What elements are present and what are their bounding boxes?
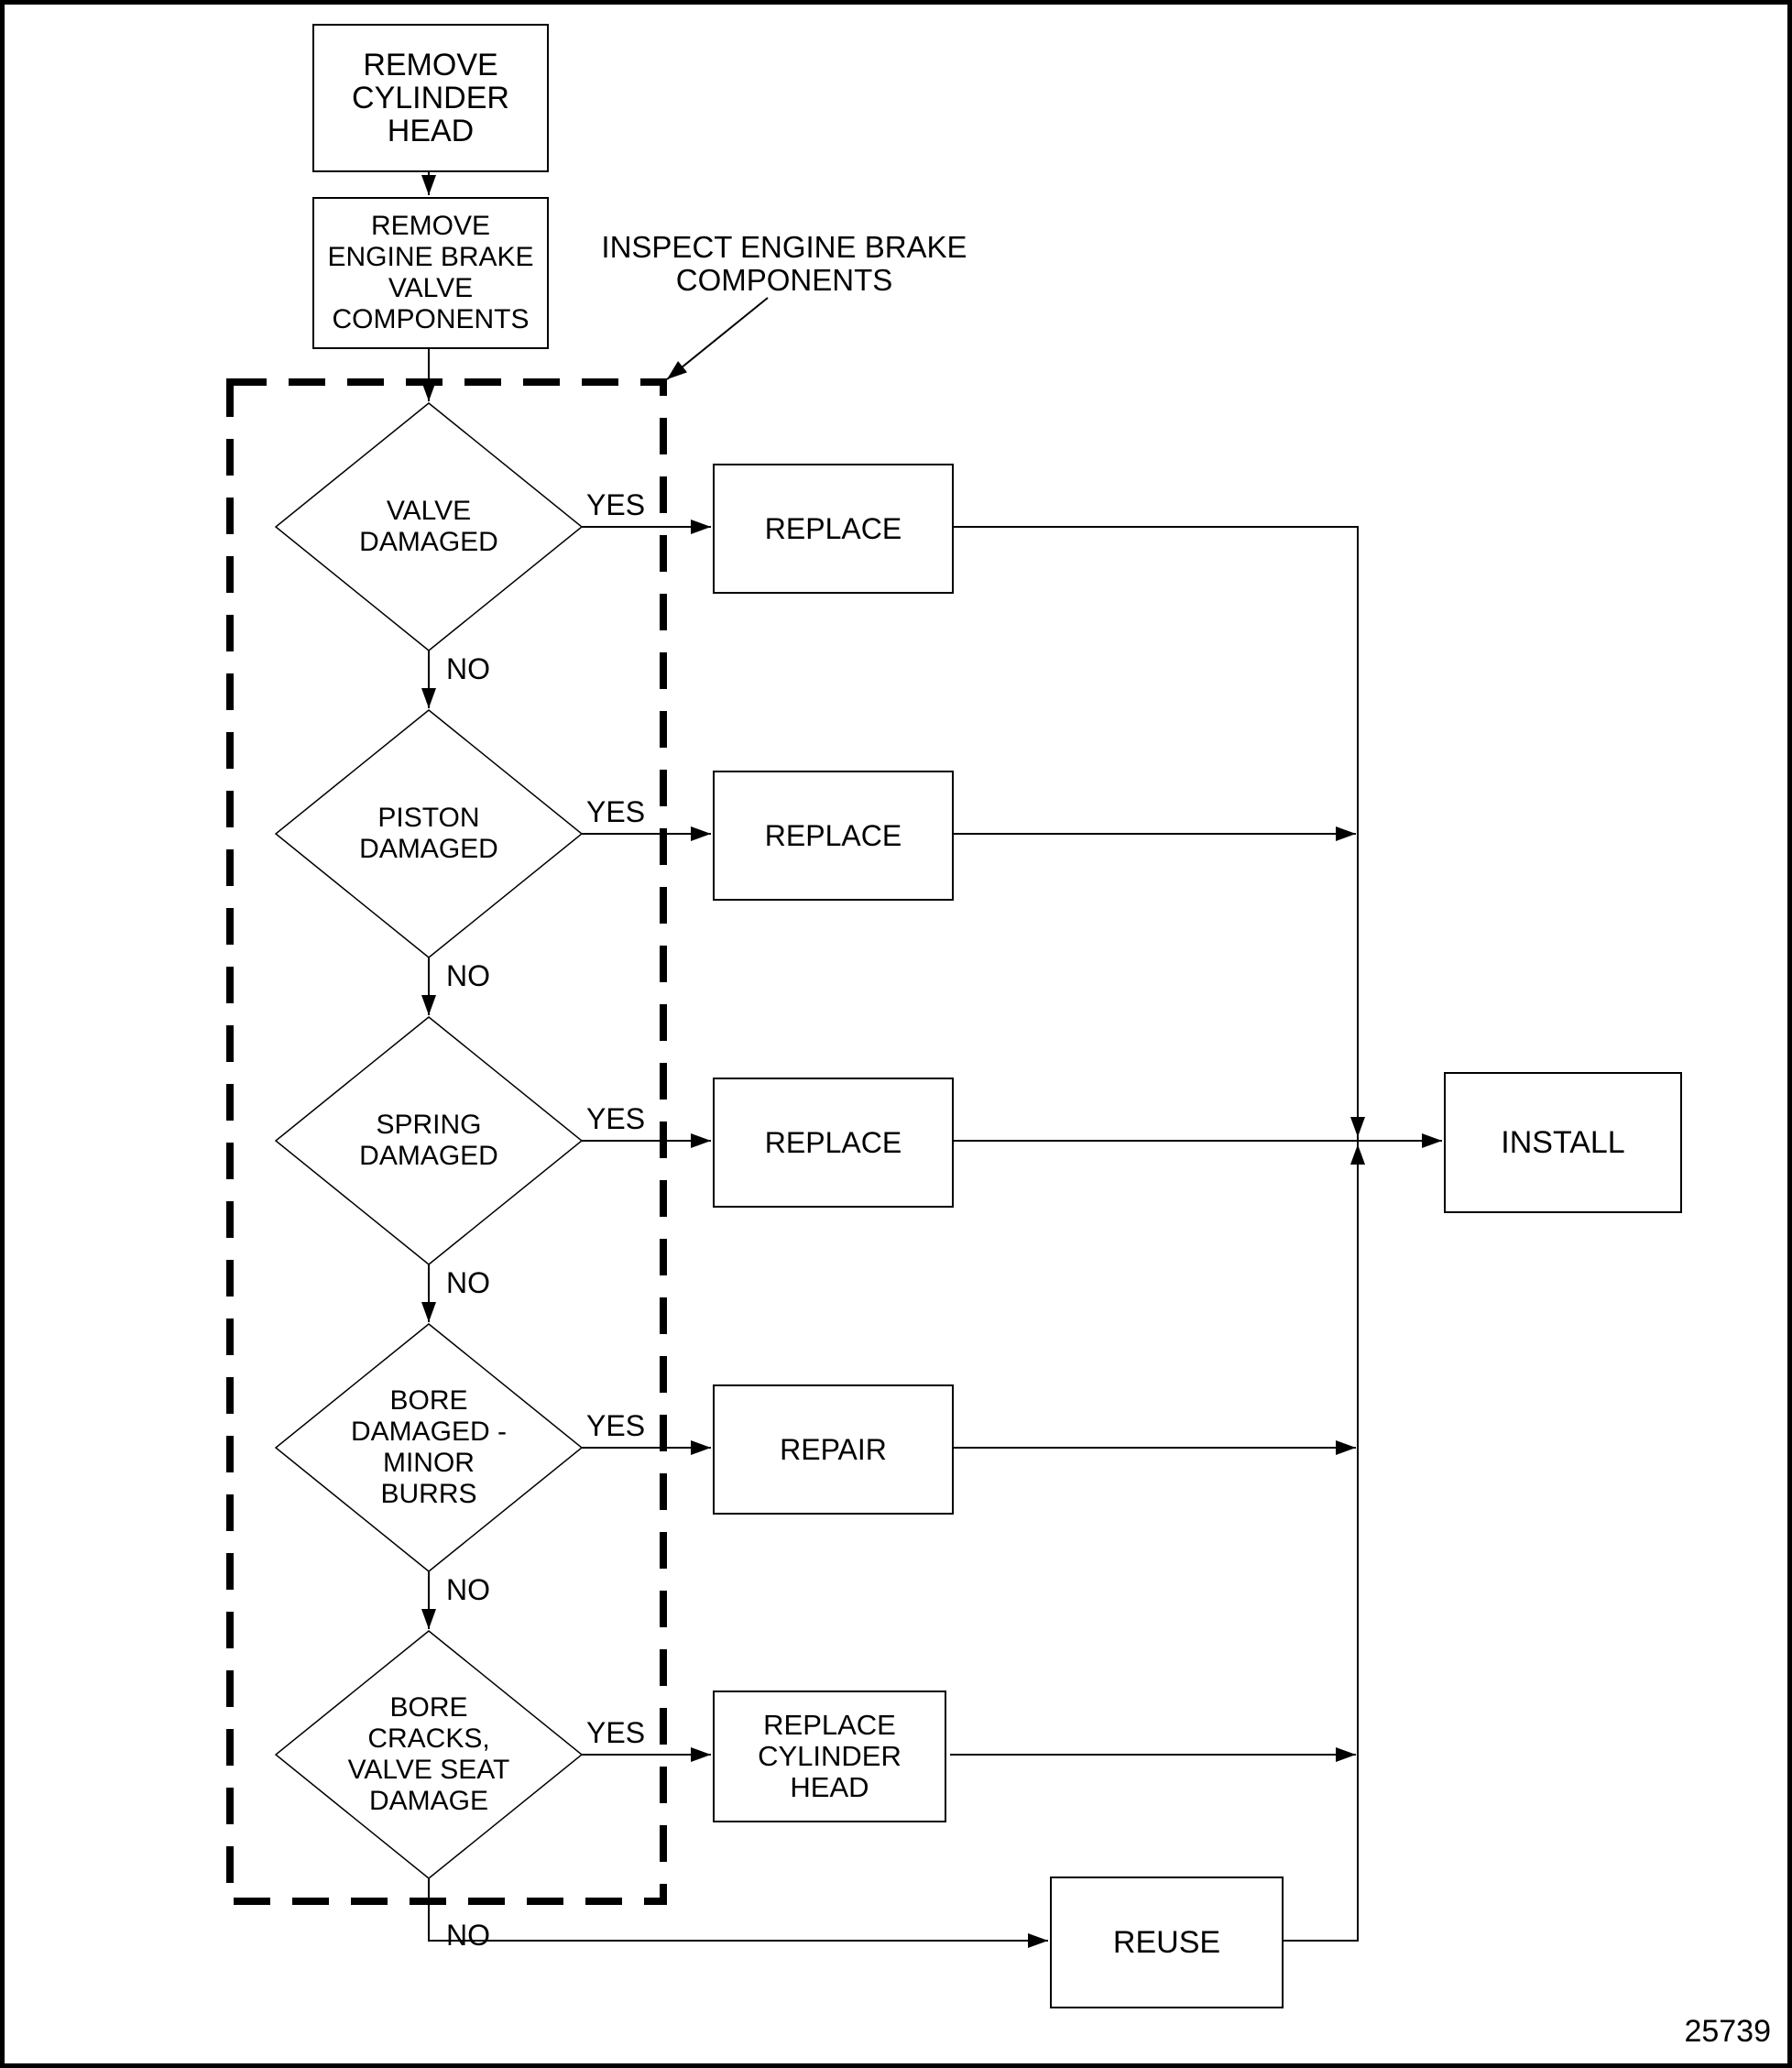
yes-label-bore-cracks: YES xyxy=(586,1716,646,1749)
yes-label-piston: YES xyxy=(586,795,646,828)
install-box: INSTALL xyxy=(1444,1072,1682,1213)
no-label-bore-minor: NO xyxy=(446,1573,490,1606)
action-box-replace-cylinder-head: REPLACE CYLINDER HEAD xyxy=(713,1691,946,1822)
process-box-remove-cylinder-head: REMOVE CYLINDER HEAD xyxy=(312,24,549,172)
decision-label-valve-damaged: VALVE DAMAGED xyxy=(359,496,498,557)
no-label-valve: NO xyxy=(446,652,490,685)
inspect-note-label: INSPECT ENGINE BRAKE COMPONENTS xyxy=(601,230,967,297)
decision-label-bore-cracks-valve-seat-damage: BORE CRACKS, VALVE SEAT DAMAGE xyxy=(347,1692,510,1816)
action-box-replace-spring: REPLACE xyxy=(713,1078,954,1208)
yes-label-bore-minor: YES xyxy=(586,1409,646,1442)
process-box-remove-engine-brake-valve-components: REMOVE ENGINE BRAKE VALVE COMPONENTS xyxy=(312,197,549,349)
arrow-no-to-reuse xyxy=(428,1878,1048,1948)
action-box-repair-bore: REPAIR xyxy=(713,1384,954,1515)
no-label-piston: NO xyxy=(446,959,490,992)
decision-label-bore-damaged-minor-burrs: BORE DAMAGED - MINOR BURRS xyxy=(350,1385,507,1509)
decision-label-piston-damaged: PISTON DAMAGED xyxy=(359,803,498,864)
action-box-replace-piston: REPLACE xyxy=(713,771,954,901)
action-box-replace-valve: REPLACE xyxy=(713,464,954,594)
inspect-note-arrow xyxy=(666,297,769,380)
yes-label-spring: YES xyxy=(586,1102,646,1135)
collector-trunk-line xyxy=(950,526,1359,1942)
yes-label-valve: YES xyxy=(586,488,646,521)
figure-number: 25739 xyxy=(1684,2014,1771,2049)
reuse-box: REUSE xyxy=(1050,1877,1284,2008)
no-label-spring: NO xyxy=(446,1266,490,1299)
no-label-bore-cracks: NO xyxy=(446,1919,490,1952)
decision-label-spring-damaged: SPRING DAMAGED xyxy=(359,1110,498,1171)
